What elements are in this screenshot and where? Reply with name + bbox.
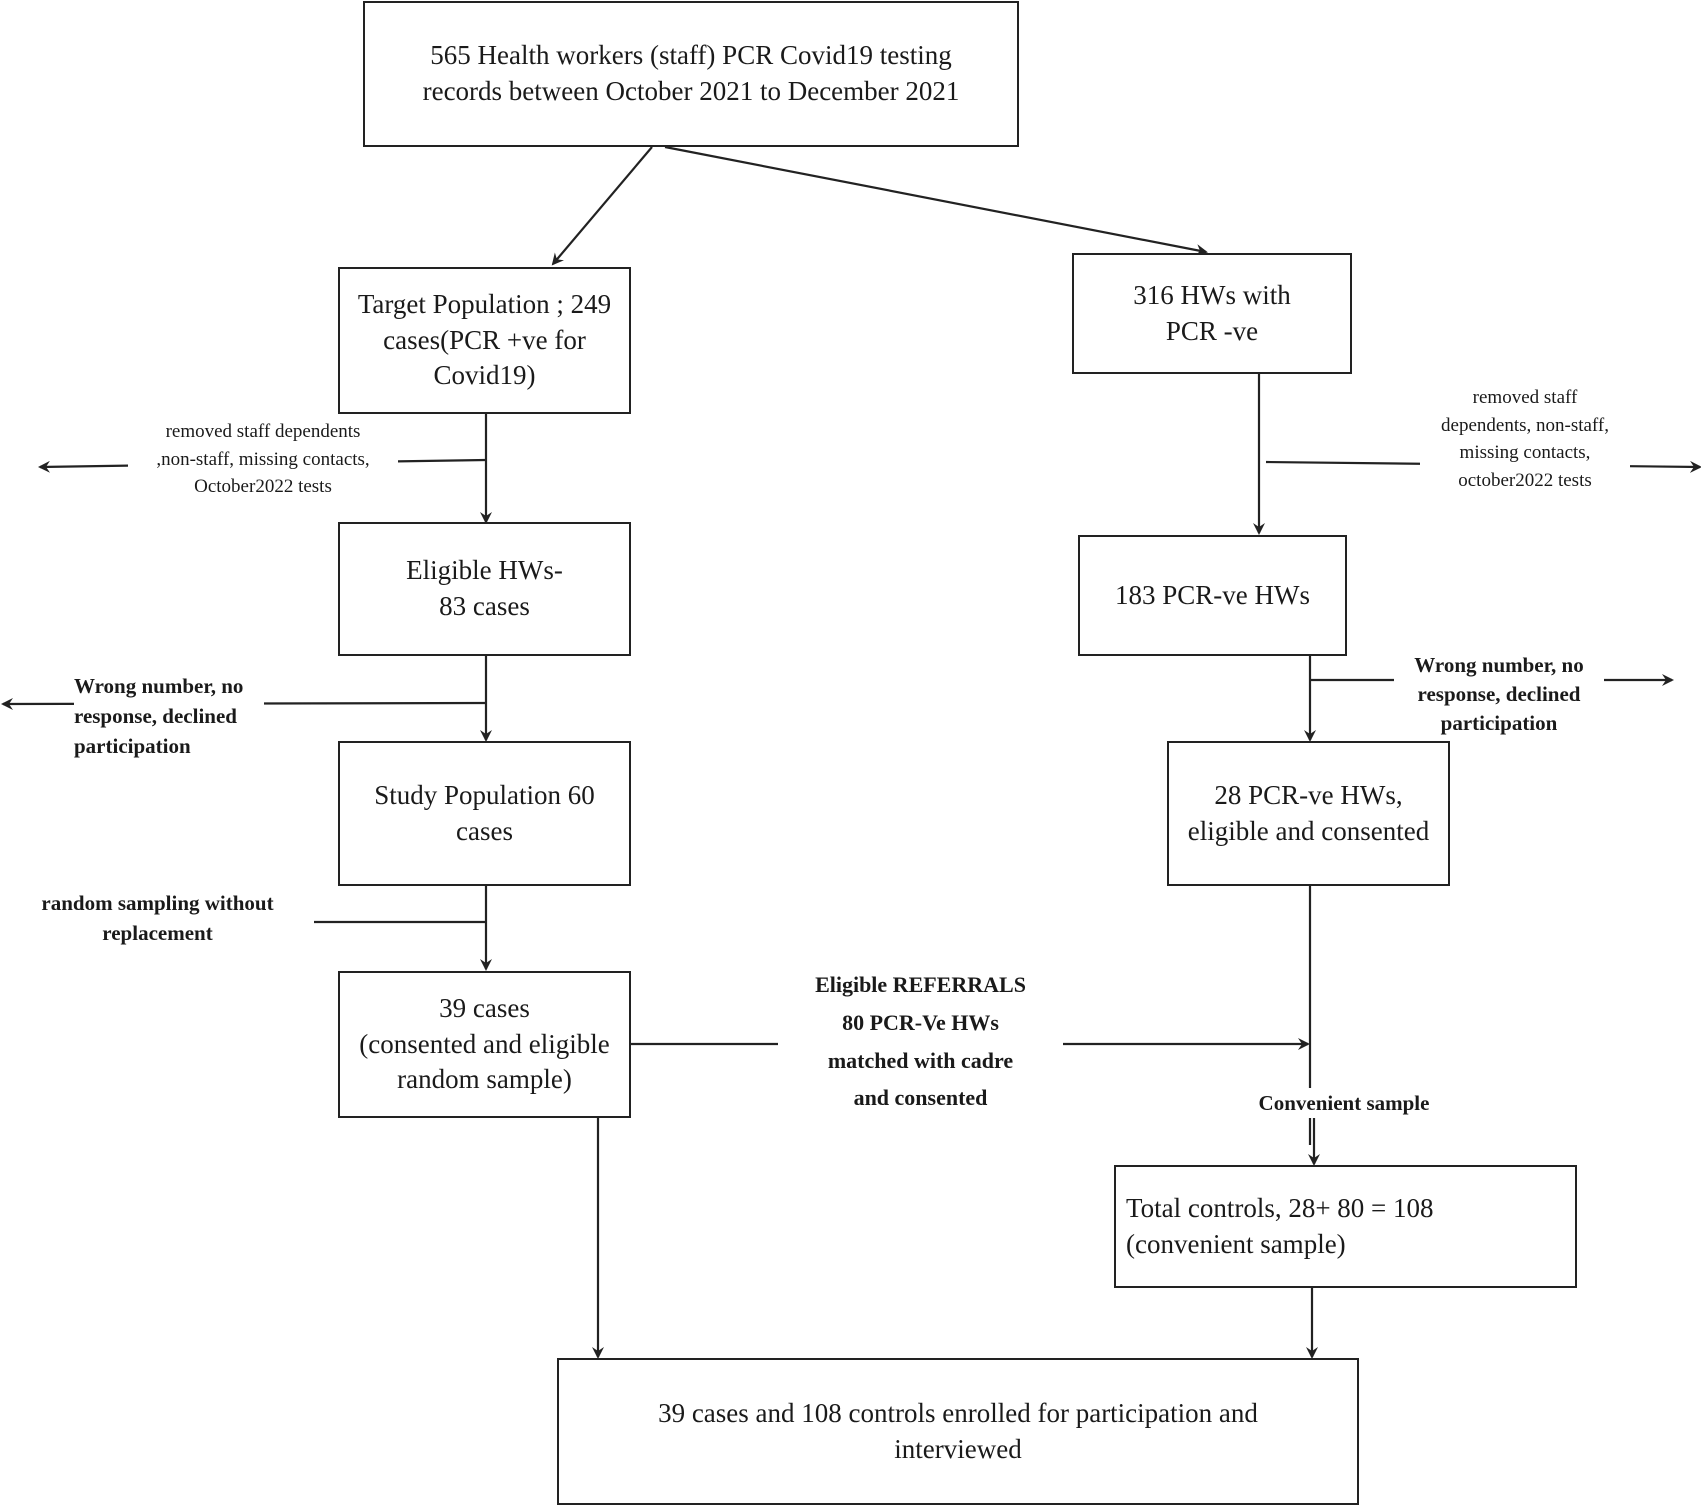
box-total-controls: Total controls, 28+ 80 = 108 (convenient … — [1114, 1165, 1577, 1288]
box-line: cases — [456, 815, 513, 846]
box-line: interviewed — [894, 1433, 1022, 1464]
note-line: response, declined — [74, 703, 237, 728]
box-line: 28 PCR-ve HWs, — [1214, 779, 1403, 810]
box-line: cases(PCR +ve for — [383, 324, 586, 355]
box-line: (convenient sample) — [1126, 1228, 1346, 1259]
note-eligible-referrals: Eligible REFERRALS 80 PCR-Ve HWs matched… — [778, 966, 1063, 1118]
box-line: random sample) — [397, 1064, 572, 1095]
box-target-population: Target Population ; 249 cases(PCR +ve for… — [338, 267, 631, 414]
box-183-negative: 183 PCR-ve HWs — [1078, 535, 1347, 656]
note-line: ,non-staff, missing contacts, — [156, 448, 370, 470]
note-line: removed staff dependents — [165, 421, 361, 442]
box-line: Study Population 60 — [374, 779, 595, 810]
box-line: Covid19) — [433, 360, 536, 391]
note-line: 80 PCR-Ve HWs — [842, 1009, 999, 1035]
note-line: Wrong number, no — [74, 674, 244, 698]
note-random-sampling: random sampling without replacement — [20, 888, 295, 949]
note-removed-left: removed staff dependents ,non-staff, mis… — [128, 418, 398, 501]
note-removed-right: removed staff dependents, non-staff, mis… — [1420, 384, 1630, 495]
box-line: 565 Health workers (staff) PCR Covid19 t… — [430, 40, 952, 71]
note-line: and consented — [853, 1085, 988, 1111]
box-line: Eligible HWs- — [406, 555, 563, 586]
box-line: Target Population ; 249 — [357, 288, 612, 319]
note-line: removed staff — [1472, 387, 1578, 408]
note-line: Convenient sample — [1258, 1091, 1430, 1115]
box-line: 316 HWs with — [1133, 279, 1291, 310]
arrow-top-to-negatives — [664, 145, 1208, 256]
note-line: participation — [1440, 710, 1558, 735]
note-line: Wrong number, no — [1414, 653, 1584, 677]
note-wrong-number-left: Wrong number, no response, declined part… — [74, 672, 264, 762]
box-line: 83 cases — [439, 591, 530, 621]
box-study-population: Study Population 60 cases — [338, 741, 631, 886]
box-line: 183 PCR-ve HWs — [1115, 579, 1310, 610]
box-line: records between October 2021 to December… — [422, 76, 960, 106]
note-line: response, declined — [1417, 681, 1581, 706]
box-testing-records: 565 Health workers (staff) PCR Covid19 t… — [363, 1, 1019, 147]
box-39-cases: 39 cases (consented and eligible random sa… — [338, 971, 631, 1118]
arrow-top-to-target — [551, 146, 653, 266]
box-line: Total controls, 28+ 80 = 108 — [1126, 1192, 1434, 1223]
box-28-negative: 28 PCR-ve HWs, eligible and consented — [1167, 741, 1450, 886]
box-line: 39 cases — [439, 992, 530, 1023]
box-line: 39 cases and 108 controls enrolled for p… — [658, 1397, 1258, 1428]
note-line: replacement — [102, 921, 213, 946]
note-line: participation — [74, 733, 191, 758]
box-eligible-hws: Eligible HWs- 83 cases — [338, 522, 631, 656]
note-line: october2022 tests — [1458, 469, 1592, 491]
note-line: matched with cadre — [827, 1047, 1014, 1073]
note-line: dependents, non-staff, — [1441, 414, 1609, 436]
note-line: missing contacts, — [1459, 442, 1591, 464]
note-line: random sampling without — [41, 891, 274, 915]
note-convenient-sample: Convenient sample — [1244, 1088, 1444, 1119]
box-final-enrolled: 39 cases and 108 controls enrolled for p… — [557, 1358, 1359, 1505]
box-line: (consented and eligible — [359, 1028, 610, 1059]
note-wrong-number-right: Wrong number, no response, declined part… — [1394, 651, 1604, 738]
box-line: eligible and consented — [1187, 815, 1430, 846]
box-line: PCR -ve — [1165, 315, 1259, 346]
note-line: October2022 tests — [194, 476, 332, 498]
note-line: Eligible REFERRALS — [815, 972, 1026, 997]
